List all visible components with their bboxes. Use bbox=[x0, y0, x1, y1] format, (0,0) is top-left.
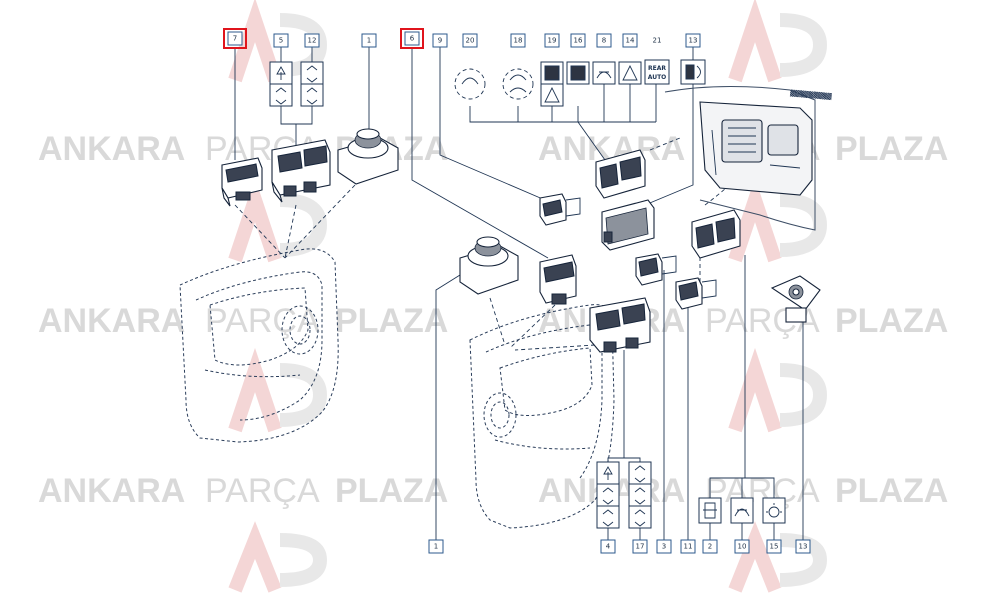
part-3-switch bbox=[635, 253, 677, 286]
svg-text:9: 9 bbox=[438, 37, 442, 45]
callouts-top: 7 5 12 1 6 9 20 18 bbox=[223, 28, 701, 49]
callout-7[interactable]: 7 bbox=[223, 28, 247, 49]
wm-parca-3: PARÇA bbox=[205, 302, 320, 340]
dashboard: ▓▓▓▓▓▓▓▓▓ bbox=[664, 85, 832, 231]
rear-defrost-symbol bbox=[592, 61, 616, 85]
wm-ankara-5: ANKARA bbox=[38, 472, 185, 510]
callout-16[interactable]: 16 bbox=[570, 33, 586, 48]
svg-text:3: 3 bbox=[662, 543, 666, 551]
wm-plaza-5: PLAZA bbox=[335, 472, 448, 510]
svg-text:17: 17 bbox=[636, 543, 645, 551]
svg-text:7: 7 bbox=[233, 35, 237, 43]
callout-19[interactable]: 19 bbox=[544, 33, 560, 48]
callout-bottom-15[interactable]: 15 bbox=[766, 539, 782, 554]
svg-text:5: 5 bbox=[279, 37, 283, 45]
svg-text:▓▓▓▓▓▓▓▓▓: ▓▓▓▓▓▓▓▓▓ bbox=[790, 89, 832, 101]
callout-bottom-13[interactable]: 13 bbox=[795, 539, 811, 554]
svg-text:1: 1 bbox=[434, 543, 438, 551]
callout-13[interactable]: 13 bbox=[685, 33, 701, 48]
part-11-switch bbox=[675, 277, 717, 310]
callout-14[interactable]: 14 bbox=[622, 33, 638, 48]
callout-bottom-11[interactable]: 11 bbox=[680, 539, 696, 554]
callout-1[interactable]: 1 bbox=[361, 33, 377, 48]
rear-auto-line-1: REAR bbox=[648, 65, 666, 72]
callout-bottom-17[interactable]: 17 bbox=[632, 539, 648, 554]
gauge-symbol-20 bbox=[454, 68, 486, 100]
svg-text:1: 1 bbox=[367, 37, 371, 45]
symbol-row-top: REAR AUTO bbox=[269, 59, 706, 107]
svg-text:15: 15 bbox=[770, 543, 779, 551]
svg-text:10: 10 bbox=[738, 543, 747, 551]
assembly-arrows bbox=[234, 137, 741, 351]
part-6-switch bbox=[539, 254, 577, 305]
callout-5[interactable]: 5 bbox=[273, 33, 289, 48]
svg-text:4: 4 bbox=[606, 543, 611, 551]
svg-text:21: 21 bbox=[653, 37, 662, 45]
wm-plaza-4: PLAZA bbox=[835, 302, 948, 340]
callout-bottom-10[interactable]: 10 bbox=[734, 539, 750, 554]
rear-auto-line-2: AUTO bbox=[648, 74, 667, 81]
svg-text:20: 20 bbox=[466, 37, 475, 45]
wm-plaza-3: PLAZA bbox=[335, 302, 448, 340]
svg-text:2: 2 bbox=[708, 543, 712, 551]
wm-ankara-1: ANKARA bbox=[38, 130, 185, 168]
part-7-switch bbox=[221, 157, 263, 207]
part-13-socket bbox=[770, 275, 821, 323]
svg-text:16: 16 bbox=[574, 37, 583, 45]
callouts-bottom: 1 4 17 3 11 2 10 15 bbox=[428, 539, 811, 554]
wm-plaza-2: PLAZA bbox=[835, 130, 948, 168]
wm-parca-5: PARÇA bbox=[205, 472, 320, 510]
svg-text:6: 6 bbox=[410, 35, 415, 43]
svg-text:8: 8 bbox=[602, 37, 606, 45]
fog-lamp-symbol bbox=[698, 497, 722, 524]
part-9-switch bbox=[539, 193, 581, 226]
callout-9[interactable]: 9 bbox=[432, 33, 448, 48]
hazard-symbol-19 bbox=[540, 83, 564, 107]
callout-20[interactable]: 20 bbox=[462, 33, 478, 48]
svg-text:18: 18 bbox=[514, 37, 523, 45]
callout-bottom-3[interactable]: 3 bbox=[656, 539, 672, 554]
part-17-switch-block bbox=[589, 297, 651, 353]
part-10-switch-cluster bbox=[691, 209, 741, 259]
svg-text:12: 12 bbox=[308, 37, 317, 45]
part-1-mirror-knob-b bbox=[459, 236, 519, 295]
callout-8[interactable]: 8 bbox=[596, 33, 612, 48]
gauge-symbol-18 bbox=[502, 68, 534, 100]
rear-auto-symbol bbox=[644, 59, 670, 85]
defrost-symbol-10 bbox=[730, 497, 754, 524]
hazard-symbol-14 bbox=[618, 61, 642, 85]
symbol-row-bottom bbox=[596, 461, 786, 529]
svg-text:11: 11 bbox=[684, 543, 693, 551]
svg-text:14: 14 bbox=[626, 37, 635, 45]
part-12-switch-block bbox=[271, 139, 331, 203]
svg-text:13: 13 bbox=[689, 37, 698, 45]
callout-bottom-1[interactable]: 1 bbox=[428, 539, 444, 554]
svg-text:19: 19 bbox=[548, 37, 557, 45]
wm-ankara-3: ANKARA bbox=[38, 302, 185, 340]
callout-12[interactable]: 12 bbox=[304, 33, 320, 48]
svg-text:13: 13 bbox=[799, 543, 808, 551]
leader-lines bbox=[234, 47, 804, 540]
left-door-panel bbox=[179, 248, 339, 443]
callout-6[interactable]: 6 bbox=[400, 28, 424, 49]
callout-bottom-4[interactable]: 4 bbox=[600, 539, 616, 554]
part-13-module bbox=[601, 199, 655, 251]
part-1-mirror-knob bbox=[337, 128, 399, 185]
wm-plaza-6: PLAZA bbox=[835, 472, 948, 510]
callout-bottom-2[interactable]: 2 bbox=[702, 539, 718, 554]
callout-21[interactable]: 21 bbox=[650, 34, 664, 47]
lamp-symbol-15 bbox=[762, 497, 786, 524]
watermark: ANKARA PARÇA PLAZA ANKARA PARÇA PLAZA AN… bbox=[38, 0, 948, 593]
callout-18[interactable]: 18 bbox=[510, 33, 526, 48]
part-16-switch-cluster bbox=[595, 149, 646, 199]
